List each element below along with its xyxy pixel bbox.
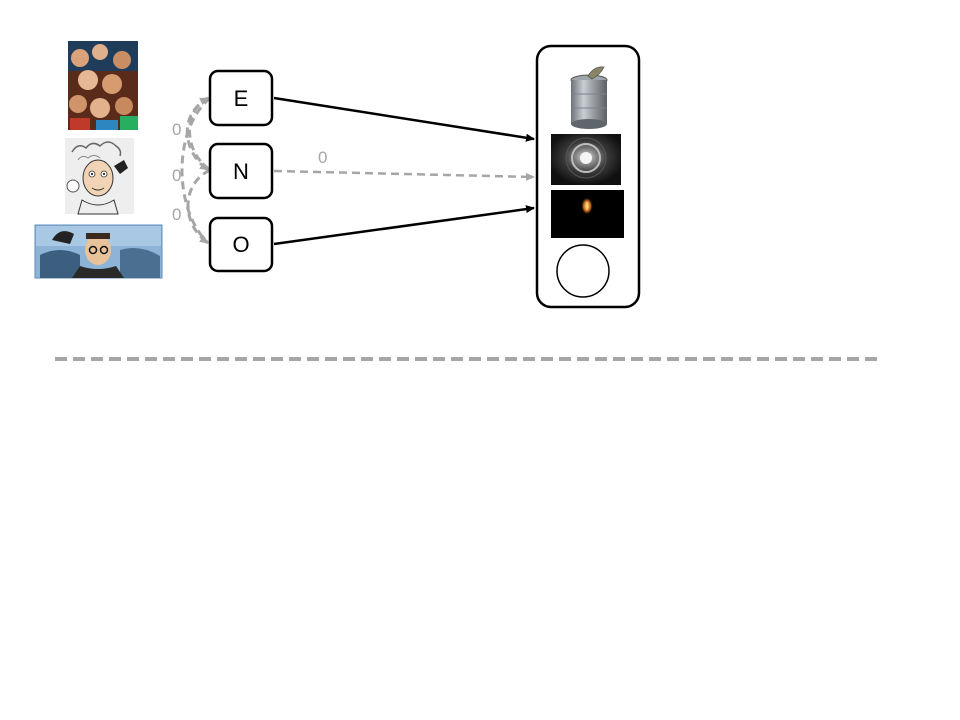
node-o-label: O <box>232 232 249 257</box>
edge-e-to-output <box>273 96 535 142</box>
node-o: O <box>208 216 274 273</box>
weight-label-4: 0 <box>318 148 327 167</box>
node-n: N <box>208 142 274 200</box>
edge-o-to-output <box>273 205 535 246</box>
empty-circle <box>556 244 610 298</box>
candle-in-dark-photo <box>551 190 624 238</box>
edge-n-to-output <box>273 169 535 181</box>
tin-can-photo <box>570 66 608 129</box>
crowd-photo <box>68 41 138 130</box>
feedback-arrows <box>180 96 211 245</box>
tunnel-light-photo <box>551 134 621 185</box>
node-e: E <box>208 69 274 127</box>
weight-label-2: 0 <box>172 166 181 185</box>
weight-label-3: 0 <box>172 205 181 224</box>
man-with-hat-painting <box>34 224 163 279</box>
node-e-label: E <box>234 86 249 111</box>
weight-label-1: 0 <box>172 120 181 139</box>
node-n-label: N <box>233 159 249 184</box>
stressed-man-cartoon <box>65 138 134 215</box>
